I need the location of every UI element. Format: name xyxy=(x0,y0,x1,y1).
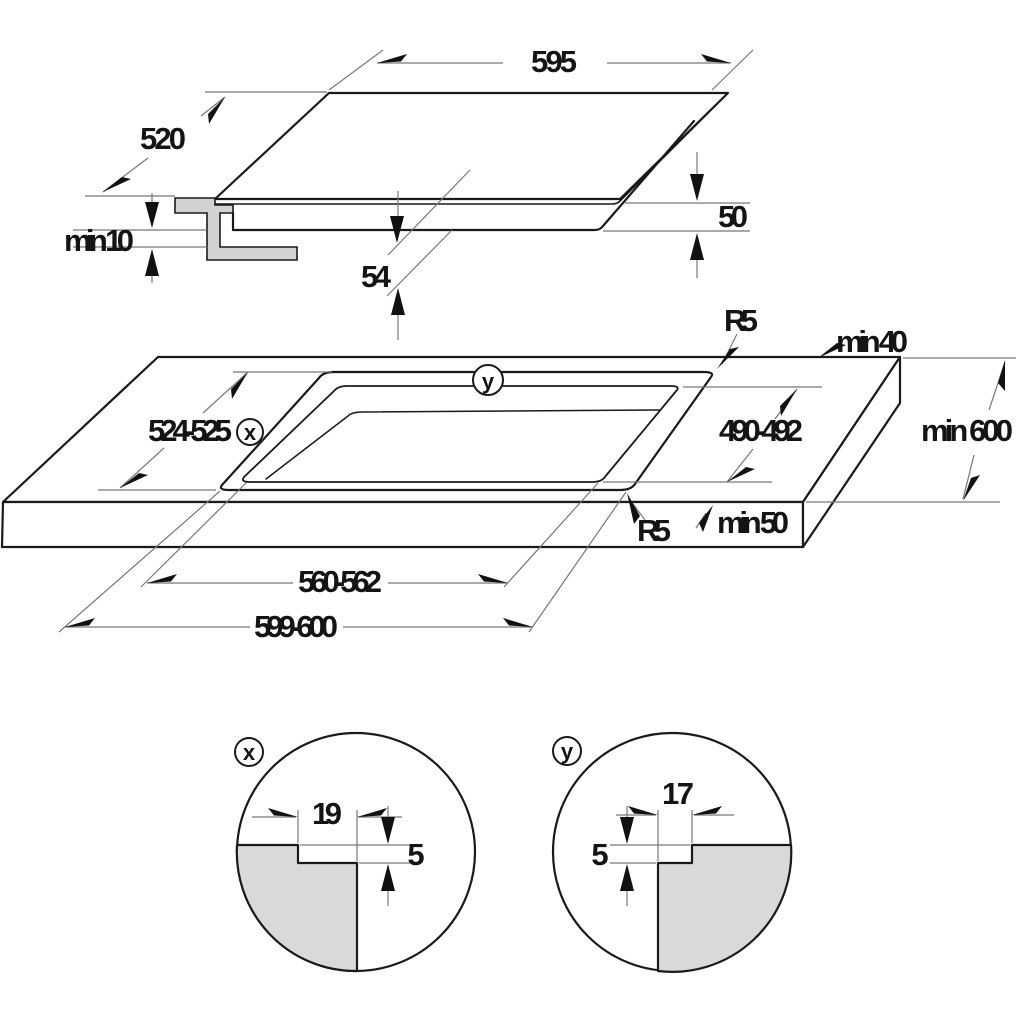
detail-y-marker-circle xyxy=(472,364,504,396)
dim-cutout-width-outer: 599-600 xyxy=(254,609,338,644)
dim-min-back: min 40 xyxy=(836,324,908,359)
hob-glass-surface xyxy=(213,91,730,201)
worktop-right-face xyxy=(801,355,902,549)
detail-y-circle-marker xyxy=(552,736,582,766)
dim-cutout-width-inner: 560-562 xyxy=(298,564,382,599)
dim-detail-y-depth: 5 xyxy=(591,837,608,872)
hob-body-outline xyxy=(231,119,696,232)
dim-detail-y-width: 17 xyxy=(662,776,694,811)
dim-detail-x-depth: 5 xyxy=(407,837,424,872)
cutout-inner-outline xyxy=(241,385,679,483)
dim-hob-width: 595 xyxy=(531,44,577,79)
dim-min-worktop-depth: min 600 xyxy=(921,413,1013,448)
dim-cutout-depth-inner: 490-492 xyxy=(719,413,803,448)
detail-y-circle-label: y xyxy=(561,739,574,764)
detail-x-marker-label: x xyxy=(244,420,257,445)
hob-glass-edge-thickness xyxy=(214,97,724,205)
detail-y: 17 5 y xyxy=(551,731,793,973)
detail-x: 19 5 x xyxy=(234,731,477,973)
figure-hob-perspective: 595 520 min 10 54 50 xyxy=(64,44,754,340)
detail-x-circle-marker xyxy=(234,737,264,767)
mounting-bracket xyxy=(174,197,298,261)
dim-hob-clearance: min 10 xyxy=(64,223,134,258)
dim-min-front: min 50 xyxy=(717,505,789,540)
cutout-bottom-edge xyxy=(265,409,660,480)
dim-hob-builtin-height: 50 xyxy=(718,199,748,234)
dim-radius-front: R5 xyxy=(637,513,671,548)
dim-cutout-depth-outer: 524-525 xyxy=(148,413,232,448)
dim-detail-x-width: 19 xyxy=(312,796,342,831)
dim-hob-total-height: 54 xyxy=(361,259,392,294)
cutout-outer-outline xyxy=(219,370,714,492)
worktop-front-face xyxy=(0,500,805,549)
detail-y-marker-label: y xyxy=(482,369,495,394)
detail-x-worktop-section xyxy=(235,843,359,973)
dim-radius-back: R5 xyxy=(724,303,758,338)
detail-x-circle-label: x xyxy=(243,740,256,765)
figure-worktop-cutout: 524-525 x y 490-492 R5 min 40 min 600 mi… xyxy=(0,303,1016,644)
dim-hob-depth: 520 xyxy=(140,121,186,156)
detail-y-worktop-section xyxy=(656,843,793,973)
detail-x-marker-circle xyxy=(236,418,264,446)
